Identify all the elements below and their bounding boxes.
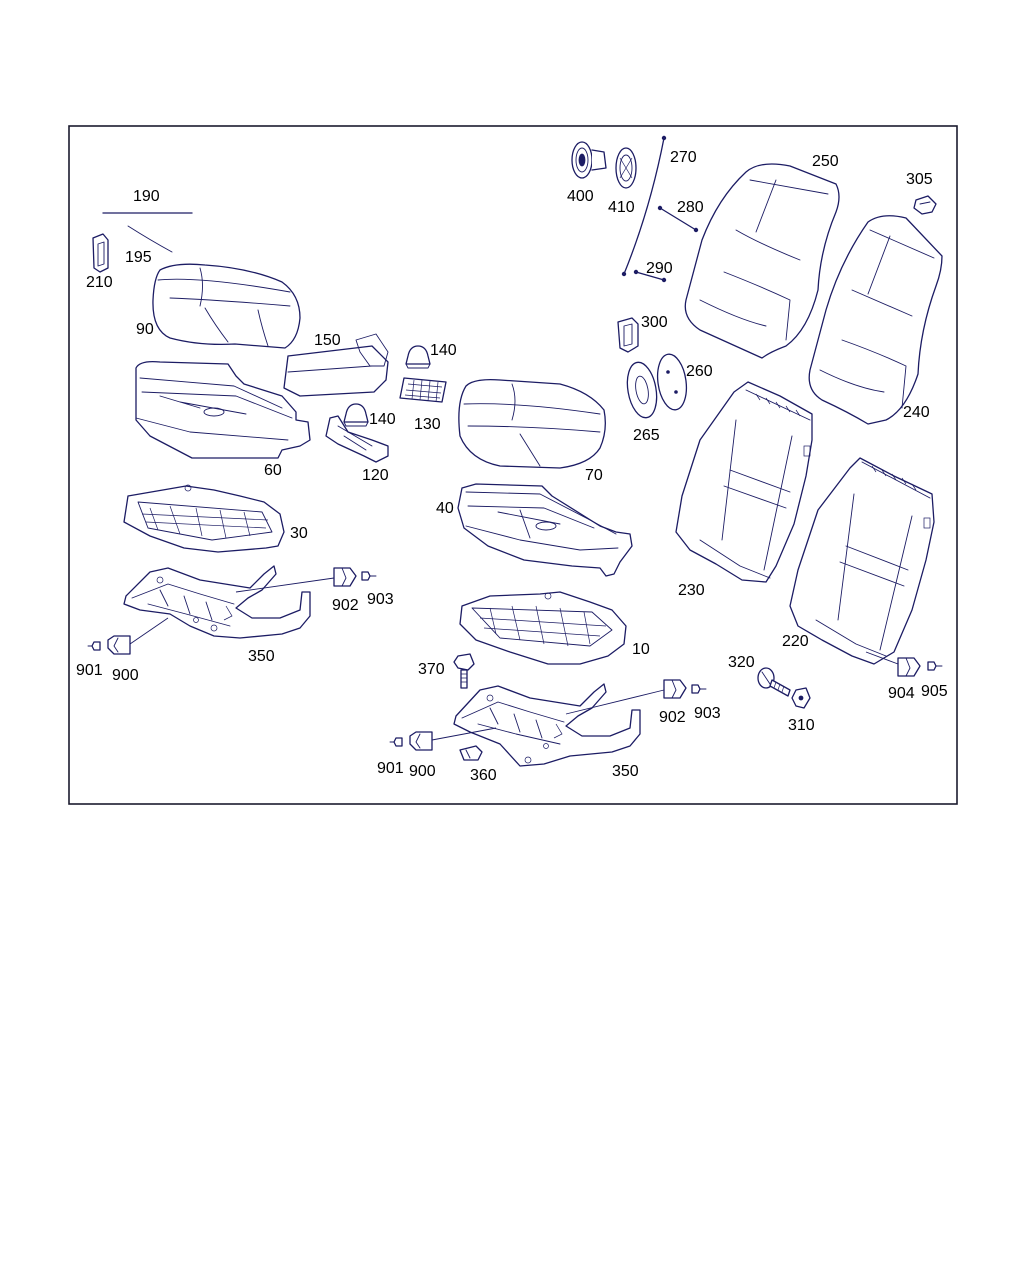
callout-900-left: 900 [112,667,139,684]
callout-150: 150 [314,332,341,349]
part-270-rod [621,135,667,277]
callout-120: 120 [362,467,389,484]
callout-902-right: 902 [659,709,686,726]
callout-190: 190 [133,188,160,205]
callout-130: 130 [414,416,441,433]
callout-labels: 190 195 210 90 150 140 140 130 120 60 70… [76,149,948,784]
part-120-bracket [325,415,389,463]
part-901-pin-right [389,737,403,747]
part-350-rail-right [453,683,641,767]
part-220-backrest-frame [789,457,935,665]
part-902-cap-right [663,679,687,699]
part-240-backrest-cover [808,215,943,425]
callout-30: 30 [290,525,308,542]
part-350-rail-left [123,565,311,639]
callout-230: 230 [678,582,705,599]
part-280-wire [657,205,699,233]
callout-140-lower: 140 [369,411,396,428]
callout-10: 10 [632,641,650,658]
part-903-pin-right [691,684,707,694]
leader-lines [129,577,899,741]
callout-90: 90 [136,321,154,338]
callout-400: 400 [567,188,594,205]
part-320-screw [757,667,791,697]
callout-280: 280 [677,199,704,216]
callout-220: 220 [782,633,809,650]
part-905-pin [927,661,943,671]
part-30-seat-frame [123,484,285,553]
callout-900-right: 900 [409,763,436,780]
part-260-disc [656,353,688,411]
part-400-knob [571,141,607,179]
callout-40: 40 [436,500,454,517]
part-900-cap-right [409,731,433,751]
callout-195: 195 [125,249,152,266]
part-130-heating-mat [399,377,447,403]
part-360-clip [459,745,483,761]
part-290-wire [633,269,667,283]
callout-905: 905 [921,683,948,700]
part-305-clip [913,195,937,215]
callout-350-left: 350 [248,648,275,665]
callout-70: 70 [585,467,603,484]
callout-410: 410 [608,199,635,216]
callout-320: 320 [728,654,755,671]
callout-265: 265 [633,427,660,444]
diagram-frame [68,125,958,805]
part-40-seat-shell [457,483,633,577]
callout-270: 270 [670,149,697,166]
part-902-cap-left [333,567,357,587]
callout-903-right: 903 [694,705,721,722]
part-250-backrest-cover [684,163,840,359]
part-300-clip [617,317,639,353]
callout-290: 290 [646,260,673,277]
callout-240: 240 [903,404,930,421]
callout-360: 360 [470,767,497,784]
callout-903-left: 903 [367,591,394,608]
callout-60: 60 [264,462,282,479]
part-370-bolt [453,653,475,689]
part-901-pin-left [87,641,101,651]
callout-300: 300 [641,314,668,331]
callout-250: 250 [812,153,839,170]
part-903-pin-left [361,571,377,581]
part-195-wire [127,225,173,253]
part-60-seat-shell [135,360,311,459]
part-10-seat-frame [459,591,627,665]
callout-140-upper: 140 [430,342,457,359]
callout-210: 210 [86,274,113,291]
callout-370: 370 [418,661,445,678]
callout-902-left: 902 [332,597,359,614]
part-150-pad [283,333,389,397]
part-90-cushion-cover [152,263,301,349]
part-140-plug-upper [405,345,431,369]
part-140-plug-lower [343,403,369,427]
callout-310: 310 [788,717,815,734]
part-210-clip [92,233,109,273]
part-265-oval [626,361,658,419]
callout-350-right: 350 [612,763,639,780]
callout-260: 260 [686,363,713,380]
part-410-disc [615,147,637,189]
part-230-backrest-frame [675,381,813,583]
part-904-cap [897,657,921,677]
callout-305: 305 [906,171,933,188]
callout-904: 904 [888,685,915,702]
part-310-nut [791,687,811,709]
callout-901-left: 901 [76,662,103,679]
part-70-cushion [458,378,606,469]
callout-901-right: 901 [377,760,404,777]
part-900-cap-left [107,635,131,655]
